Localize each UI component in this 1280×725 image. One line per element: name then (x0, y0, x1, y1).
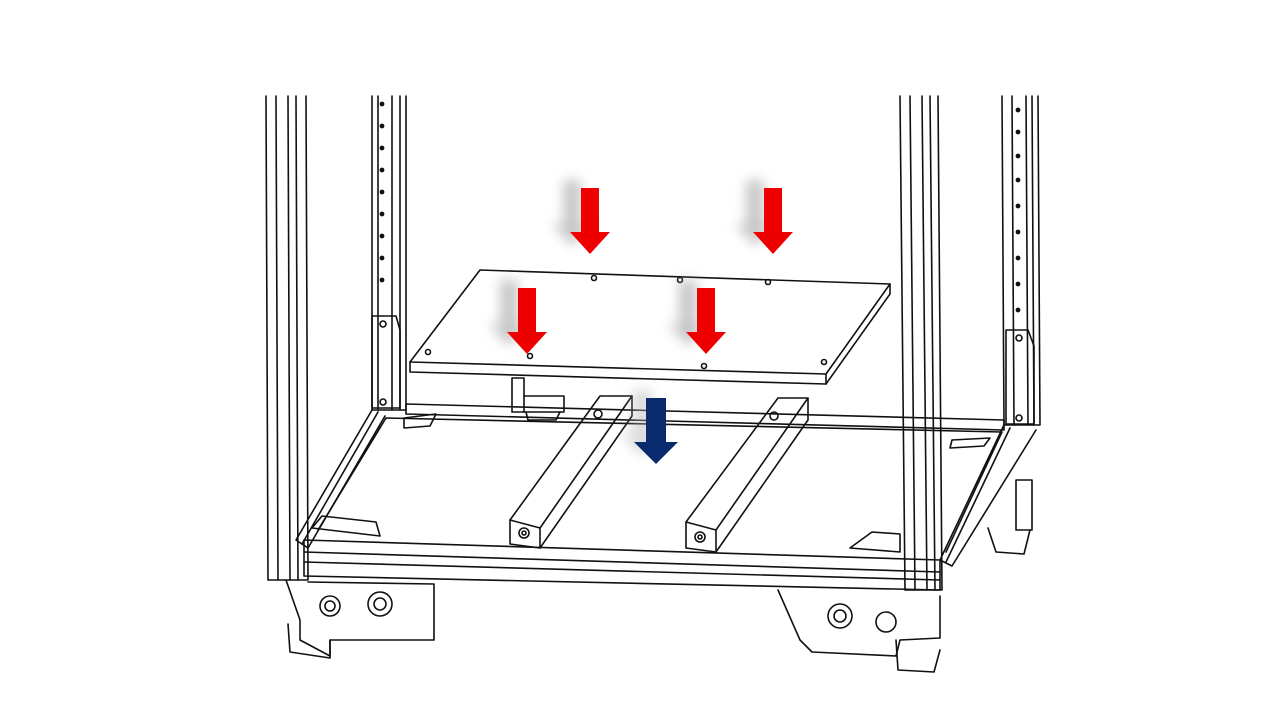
upright-rear-right (1001, 95, 1041, 426)
upright-front-right (899, 95, 943, 591)
caster-rear-right (987, 479, 1033, 555)
arrow-center-drop-icon (620, 390, 678, 464)
arrow-front-left-icon (489, 280, 547, 354)
caster-front-right (777, 589, 941, 673)
caster-front-left (285, 579, 435, 659)
bottom-frame (295, 403, 1037, 591)
arrow-front-left-shape (507, 288, 547, 354)
shelf-panel (409, 269, 891, 385)
arrow-center-drop-shape (634, 398, 678, 464)
upright-hole-pattern (379, 101, 1021, 313)
arrow-rear-right-icon (735, 180, 793, 254)
upright-front-left (265, 95, 309, 581)
arrow-rear-left-shape (570, 188, 610, 254)
arrow-rear-right-shape (753, 188, 793, 254)
arrow-front-right-shape (686, 288, 726, 354)
arrow-rear-left-icon (552, 180, 610, 254)
latch-bracket (511, 377, 565, 421)
arrow-front-right-icon (668, 280, 726, 354)
cross-rail-right (685, 397, 809, 553)
upright-rear-left (371, 95, 407, 411)
arrows-layer (489, 180, 793, 464)
